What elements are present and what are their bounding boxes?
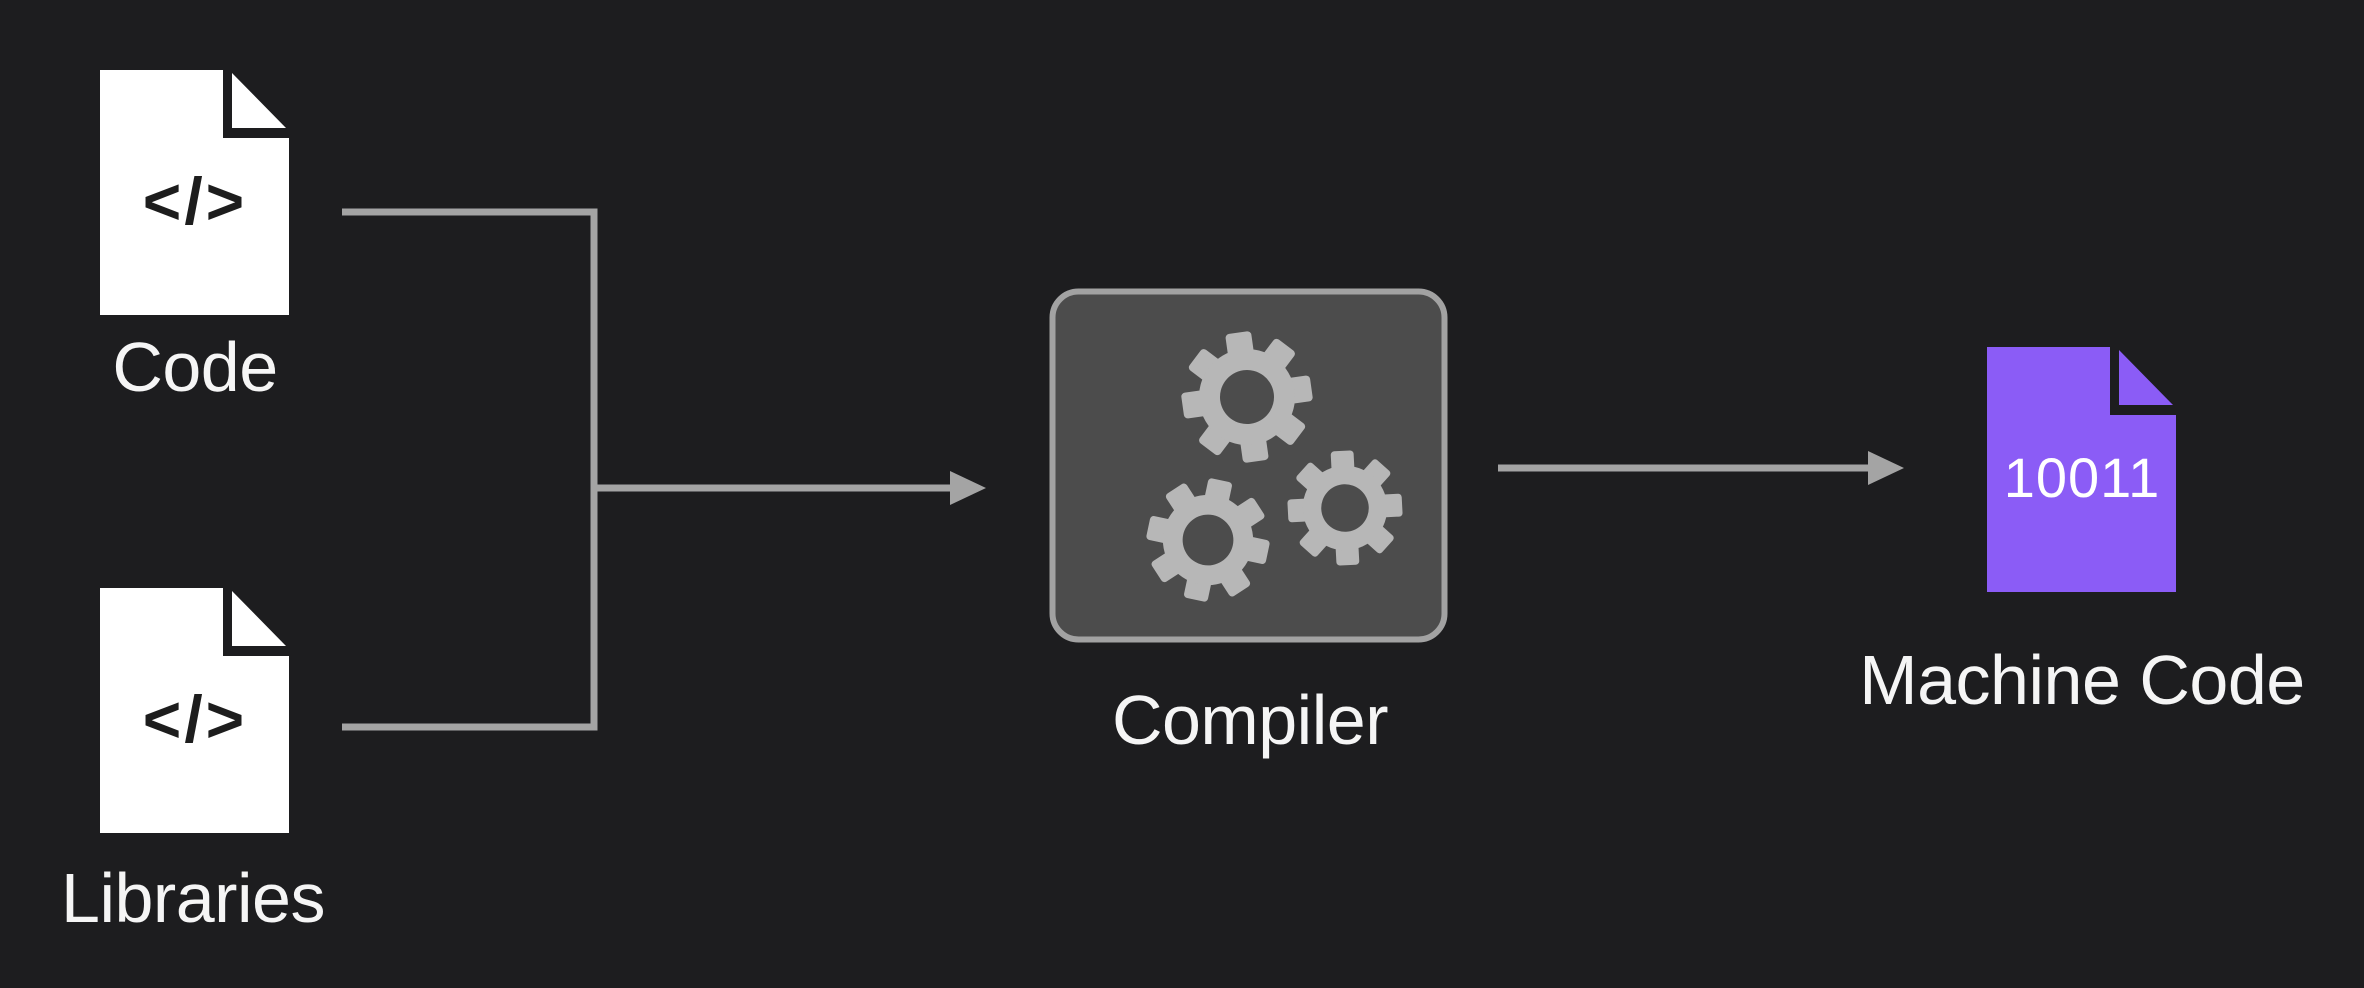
file-fold-corner <box>2119 350 2173 405</box>
machine-code-label: Machine Code <box>1859 641 2305 719</box>
file-body <box>100 588 289 833</box>
arrow-to-compiler <box>594 471 986 505</box>
file-fold-corner <box>232 591 286 646</box>
binary-file-text: 10011 <box>2003 446 2161 509</box>
node-code: </> Code <box>100 70 290 406</box>
node-machine-code: 10011 Machine Code <box>1859 347 2305 719</box>
code-file-icon: </> <box>100 588 289 833</box>
file-fold-corner <box>232 73 286 128</box>
compiler-box <box>1049 288 1448 643</box>
node-libraries: </> Libraries <box>61 588 325 937</box>
code-label: Code <box>112 328 278 406</box>
code-glyph: </> <box>143 164 247 238</box>
arrow-to-machine-code <box>1498 451 1904 485</box>
binary-file-icon <box>1987 347 2176 592</box>
arrowhead-icon <box>1868 451 1904 485</box>
compiler-label: Compiler <box>1111 681 1389 759</box>
file-body <box>1987 347 2176 592</box>
libraries-label: Libraries <box>61 859 325 937</box>
file-body <box>100 70 289 315</box>
node-compiler: Compiler <box>1049 288 1449 759</box>
arrowhead-icon <box>950 471 986 505</box>
code-glyph: </> <box>143 682 247 756</box>
merge-bracket-line <box>342 208 598 731</box>
code-file-icon: </> <box>100 70 289 315</box>
